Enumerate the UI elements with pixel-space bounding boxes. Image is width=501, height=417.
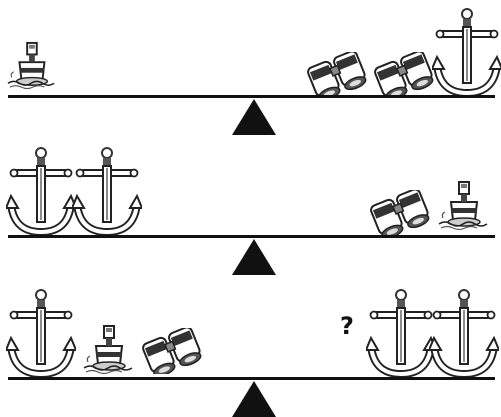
anchor-icon <box>6 288 76 378</box>
anchor-icon <box>366 288 436 378</box>
anchor-icon <box>6 146 76 236</box>
anchor-icon <box>432 6 501 98</box>
question-mark: ? <box>340 312 354 340</box>
balance-beam <box>8 235 495 238</box>
fulcrum-triangle <box>232 99 276 135</box>
binoculars-icon <box>368 190 434 236</box>
fulcrum-triangle <box>232 381 276 417</box>
binoculars-icon <box>305 52 371 98</box>
anchor-icon <box>429 288 499 378</box>
binoculars-icon <box>140 328 206 374</box>
binoculars-icon <box>372 52 438 98</box>
buoy-icon <box>6 40 56 92</box>
balance-beam <box>8 95 495 98</box>
anchor-icon <box>72 146 142 236</box>
buoy-icon <box>437 180 489 232</box>
fulcrum-triangle <box>232 239 276 275</box>
balance-beam <box>8 377 495 380</box>
buoy-icon <box>82 324 134 376</box>
